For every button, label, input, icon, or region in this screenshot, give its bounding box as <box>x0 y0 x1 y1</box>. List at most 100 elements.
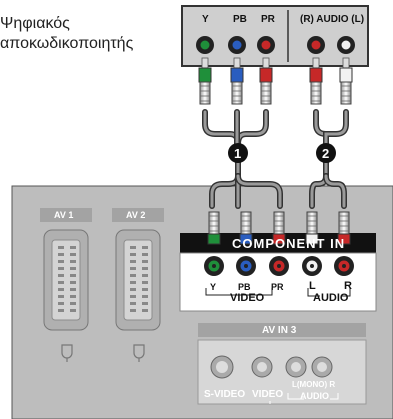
source-audio-r-plug-tip <box>312 57 320 69</box>
mono-label: L(MONO) R <box>292 380 336 389</box>
source-pb-plug <box>230 57 244 105</box>
scart-icon-av2 <box>133 344 145 362</box>
av-in3-plate <box>198 323 366 337</box>
scart-pin-av1 <box>58 302 64 305</box>
video-bracket <box>205 288 273 296</box>
source-y-plug <box>198 57 212 105</box>
source-y-plug-body <box>199 81 211 105</box>
scart-pin-av1 <box>70 246 76 249</box>
av1-label: AV 1 <box>54 210 74 220</box>
scart-pin-av1 <box>58 295 64 298</box>
video-cable-y-top-core <box>203 110 240 146</box>
scart-pin-av2 <box>130 288 136 291</box>
component-audio-label: AUDIO <box>313 292 349 304</box>
tv-audio-l-jack-pin <box>310 264 314 268</box>
svideo-label: S-VIDEO <box>204 389 246 400</box>
video-cable-pr-top <box>235 109 269 147</box>
source-pr-plug-body <box>260 81 272 105</box>
scart-pin-av2 <box>130 253 136 256</box>
tv-pb-jack-pin <box>244 264 248 268</box>
source-audio-l-plug <box>339 57 353 105</box>
step-1-number: 1 <box>234 146 242 161</box>
source-audio-r-jack-ring <box>310 39 322 51</box>
tv-audio-l-plug-collar <box>305 233 319 245</box>
source-pr-jack-ring <box>260 39 272 51</box>
step-1-marker <box>228 143 248 163</box>
av-in3-label: AV IN 3 <box>262 325 297 336</box>
scart-pin-av2 <box>142 295 148 298</box>
scart-av2 <box>115 229 161 331</box>
source-pr-plug-collar <box>259 67 273 83</box>
component-video-label: VIDEO <box>230 292 265 304</box>
component-y-label: Y <box>210 282 217 292</box>
tv-y-plug <box>207 211 221 245</box>
scart-pin-av1 <box>70 302 76 305</box>
scart-pin-av2 <box>130 309 136 312</box>
tv-pb-plug-collar <box>239 233 253 245</box>
device-caption-line1: Ψηφιακός <box>0 15 70 32</box>
tv-audio-r-jack-pin <box>342 264 346 268</box>
tv-y-plug-collar <box>207 233 221 245</box>
tv-pb-plug <box>239 211 253 245</box>
source-y-plug-collar <box>198 67 212 83</box>
tv-audio-l-plug <box>305 211 319 245</box>
source-jack-pb-label: PB <box>233 14 247 25</box>
source-audio-l-jack-ring <box>340 39 352 51</box>
scart-pin-av1 <box>70 267 76 270</box>
source-audio-r-plug-body <box>310 81 322 105</box>
scart-pin-av2 <box>130 260 136 263</box>
audio-cable-l-top-core <box>324 110 348 146</box>
component-pb-label: PB <box>238 282 251 292</box>
tv-pr-plug <box>272 211 286 245</box>
video3-label: VIDEO <box>252 389 284 400</box>
scart-pin-av1 <box>58 288 64 291</box>
scart-pin-av2 <box>142 246 148 249</box>
scart-pin-av2 <box>142 267 148 270</box>
scart-pin-av2 <box>142 253 148 256</box>
scart-pin-av2 <box>130 295 136 298</box>
audio3-r-jack <box>311 356 333 378</box>
scart-pin-av1 <box>58 246 64 249</box>
scart-pin-av2 <box>142 260 148 263</box>
scart-pin-av2 <box>130 267 136 270</box>
source-audio-l-plug-collar <box>339 67 353 83</box>
tv-pr-plug-collar <box>272 233 286 245</box>
source-y-jack-ring <box>199 39 211 51</box>
scart-pin-av1 <box>70 309 76 312</box>
tv-audio-r-plug <box>337 211 351 245</box>
source-box <box>181 5 369 67</box>
scart-pin-av1 <box>70 281 76 284</box>
scart-pin-av1 <box>70 288 76 291</box>
scart-pin-av1 <box>58 267 64 270</box>
scart-icon-av1 <box>61 344 73 362</box>
scart-pin-av2 <box>142 302 148 305</box>
scart-pin-av2 <box>130 302 136 305</box>
step-2-number: 2 <box>322 146 330 161</box>
device-caption-line2: αποκωδικοποιητής <box>0 35 134 52</box>
scart-pin-av2 <box>142 274 148 277</box>
video3-jack <box>251 356 273 378</box>
scart-pin-av2 <box>130 246 136 249</box>
video-cable-pr-bottom-core <box>236 174 282 208</box>
video-cable-pr-top-core <box>236 110 268 146</box>
tv-pr-jack-pin <box>277 264 281 268</box>
scart-pin-av2 <box>130 281 136 284</box>
tv-audio-r-plug-collar <box>337 233 351 245</box>
source-pb-plug-body <box>231 81 243 105</box>
tv-y-jack-pin <box>212 264 216 268</box>
source-pb-plug-tip <box>233 57 241 69</box>
component-in-label: COMPONENT IN <box>232 236 346 251</box>
audio-cable-r-bottom-core <box>324 174 346 208</box>
audio3-label: AUDIO <box>300 391 329 401</box>
av3-audio-bracket <box>287 393 339 400</box>
audio-bracket <box>307 288 351 297</box>
audio3-l-jack <box>285 356 307 378</box>
component-pr-label: PR <box>271 282 284 292</box>
scart-pin-av1 <box>58 281 64 284</box>
source-pb-plug-collar <box>230 67 244 83</box>
step-2-marker <box>316 143 336 163</box>
source-audio-r-plug-collar <box>309 67 323 83</box>
scart-pin-av1 <box>58 309 64 312</box>
scart-pin-av1 <box>70 295 76 298</box>
